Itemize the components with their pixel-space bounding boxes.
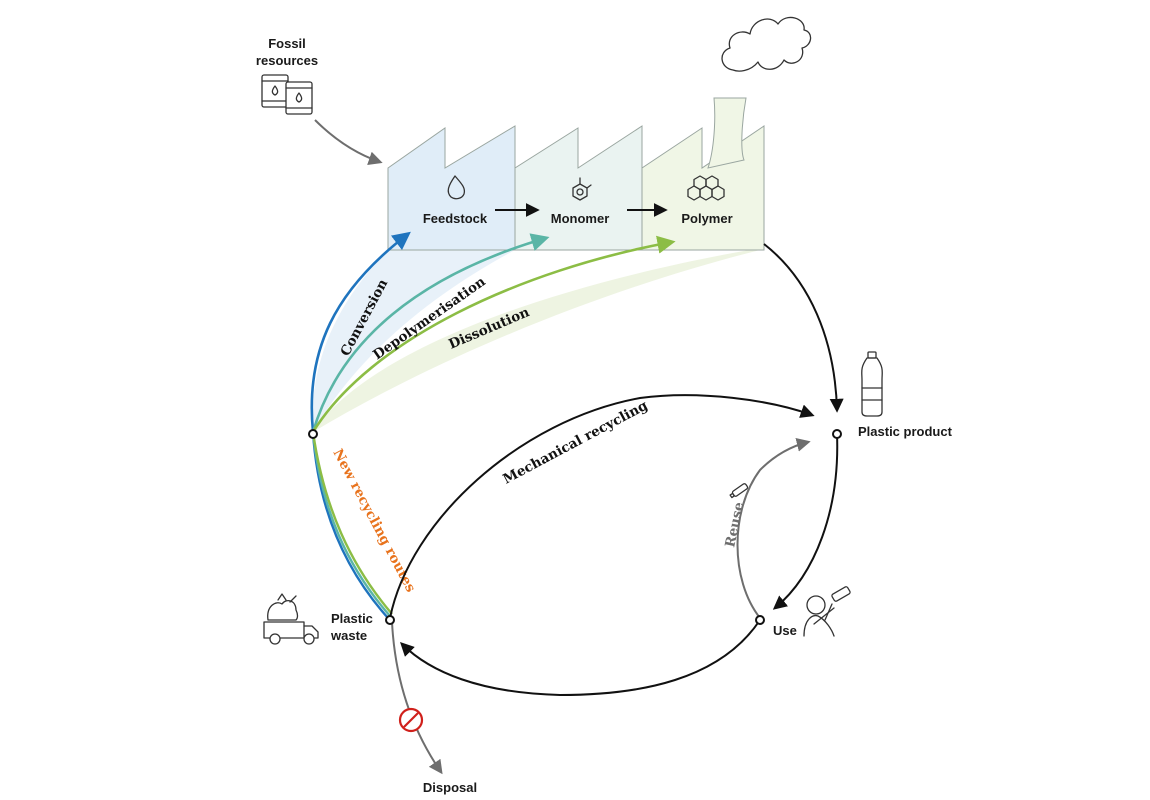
molecule-icon (572, 177, 592, 201)
oil-barrels-icon (261, 74, 313, 115)
use-label: Use (773, 623, 797, 638)
reuse-label: Reuse (722, 501, 747, 549)
dissolution-route (311, 235, 676, 433)
reuse-bottle-icon (729, 483, 749, 499)
polymer-to-product-arrow (763, 243, 844, 413)
reuse-arrow (736, 437, 811, 619)
waste-to-disposal-arrow (391, 621, 443, 775)
conversion-fan (312, 230, 515, 432)
polymer-label: Polymer (681, 211, 732, 226)
mechanical-recycling-arrow (389, 394, 815, 619)
new-routes-green-line (311, 431, 393, 615)
smoke-cloud-icon (721, 16, 812, 72)
use-node (755, 615, 765, 625)
product-to-use-arrow (772, 433, 839, 610)
bottle-icon (861, 351, 883, 417)
product-node (832, 429, 842, 439)
chimney (707, 97, 747, 169)
mechanical-recycling-label: Mechanical recycling (500, 397, 651, 487)
depolymerisation-route (311, 233, 550, 433)
fossil-arrow (314, 119, 383, 165)
monomer-label: Monomer (551, 211, 610, 226)
polymer-rings-icon (687, 175, 725, 201)
factory (387, 97, 765, 251)
drop-icon (447, 175, 466, 200)
garbage-truck-icon (263, 593, 319, 645)
conversion-route (310, 231, 411, 433)
product-label: Plastic product (858, 424, 953, 439)
person-drinking-icon (803, 586, 851, 637)
recycling-hub-node (308, 429, 318, 439)
disposal-label: Disposal (423, 780, 477, 795)
feedstock-label: Feedstock (423, 211, 488, 226)
waste-node (385, 615, 395, 625)
factory-feedstock-section (387, 125, 516, 251)
use-to-waste-arrow (400, 619, 761, 697)
no-entry-icon (398, 707, 424, 733)
factory-monomer-section (514, 125, 643, 251)
